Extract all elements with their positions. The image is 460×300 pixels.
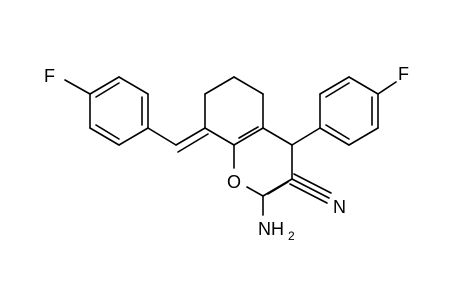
bond [204, 127, 235, 146]
bond [289, 183, 328, 204]
ring-oxygen-label: O [227, 172, 241, 192]
benzylidene-double-bond [147, 127, 209, 153]
bond [118, 127, 149, 146]
double-bond-inner [95, 124, 120, 140]
bond [291, 178, 330, 199]
bond [175, 127, 206, 146]
bond [291, 127, 321, 146]
bond [348, 76, 379, 95]
bond [64, 79, 91, 95]
bond [233, 76, 264, 95]
bond [377, 81, 397, 95]
bond [293, 173, 332, 194]
bond [89, 76, 120, 95]
double-bond-inner [95, 82, 120, 98]
bond [348, 127, 379, 146]
double-bond-inner [325, 82, 350, 98]
double-bond-inner [325, 124, 350, 140]
bond [246, 186, 264, 197]
bond [262, 127, 293, 146]
right-fluorophenyl-ring [319, 76, 397, 146]
bond [319, 127, 350, 146]
bond [147, 127, 177, 146]
nitrile-nitrogen-label: N [333, 197, 346, 217]
double-bond-inner [177, 133, 209, 153]
fluorine-left-label: F [44, 66, 55, 86]
pyran-ring [233, 127, 293, 197]
double-bond-inner [238, 126, 259, 139]
fluorine-right-label: F [398, 64, 409, 84]
left-fluorophenyl-ring [64, 76, 149, 146]
bond [89, 127, 120, 146]
bond [118, 76, 149, 95]
cyclohexene-ring [204, 76, 264, 146]
bond [204, 76, 235, 95]
bond [233, 127, 264, 146]
amino-group-label: NH 2 [258, 219, 295, 243]
nitrile-triple-bond [289, 173, 332, 204]
double-bond-inner [267, 181, 289, 195]
bond [319, 76, 350, 95]
